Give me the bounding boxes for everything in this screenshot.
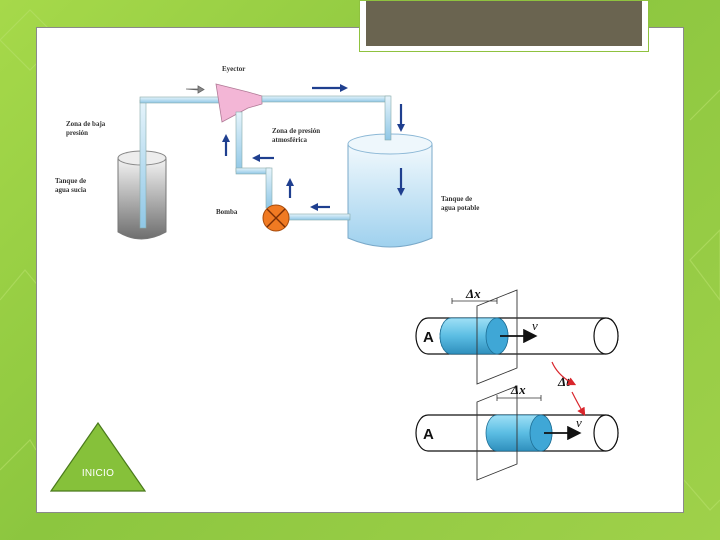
flow-arrows <box>185 84 405 211</box>
label-clean-tank: Tanque de <box>441 195 472 203</box>
label-dirty-tank: Tanque de <box>55 177 86 185</box>
time-arrow-icon <box>571 391 586 417</box>
arrow-left-icon <box>310 203 318 211</box>
arrow-left-icon <box>252 154 260 162</box>
arrow-up-icon <box>286 178 294 186</box>
ejector-diagram: Eyector Zona de baja presión Zona de pre… <box>55 65 479 248</box>
label-area: A <box>423 426 434 443</box>
title-placeholder <box>366 1 642 46</box>
tube-bottom: Δx A v <box>415 382 619 481</box>
label-time-step: Δt <box>557 374 570 389</box>
label-atmospheric-zone: Zona de presión <box>272 127 320 135</box>
arrow-right-icon <box>185 85 205 94</box>
title-box <box>359 0 649 52</box>
clean-water-tank <box>347 133 433 248</box>
label-displacement: Δx <box>510 382 526 397</box>
ejector-body <box>215 83 263 123</box>
label-velocity: v <box>532 318 538 333</box>
arrow-up-icon <box>222 134 230 142</box>
label-dirty-tank: agua sucia <box>55 186 87 194</box>
pump-icon <box>262 204 290 232</box>
label-low-pressure-zone: Zona de baja <box>66 120 106 128</box>
triangle-nav-icon <box>49 421 147 492</box>
time-arrow-icon <box>551 361 577 386</box>
cross-section-plane <box>476 289 518 385</box>
label-pump: Bomba <box>216 208 238 216</box>
tube-top: Δx A v <box>415 286 619 385</box>
label-area: A <box>423 329 434 346</box>
label-clean-tank: agua potable <box>441 204 479 212</box>
arrow-down-icon <box>397 124 405 132</box>
inicio-button[interactable]: INICIO <box>49 421 147 492</box>
label-velocity: v <box>576 415 582 430</box>
arrow-right-icon <box>340 84 348 92</box>
label-ejector: Eyector <box>222 65 245 73</box>
label-low-pressure-zone: presión <box>66 129 88 137</box>
arrow-down-icon <box>397 188 405 196</box>
discharge-pipe <box>261 95 392 141</box>
inicio-label: INICIO <box>81 468 115 479</box>
label-displacement: Δx <box>465 286 481 301</box>
flow-tube-diagram: Δx A v Δx A v Δt <box>415 286 619 481</box>
cross-section-plane <box>476 385 518 481</box>
label-atmospheric-zone: atmosférica <box>272 136 307 144</box>
